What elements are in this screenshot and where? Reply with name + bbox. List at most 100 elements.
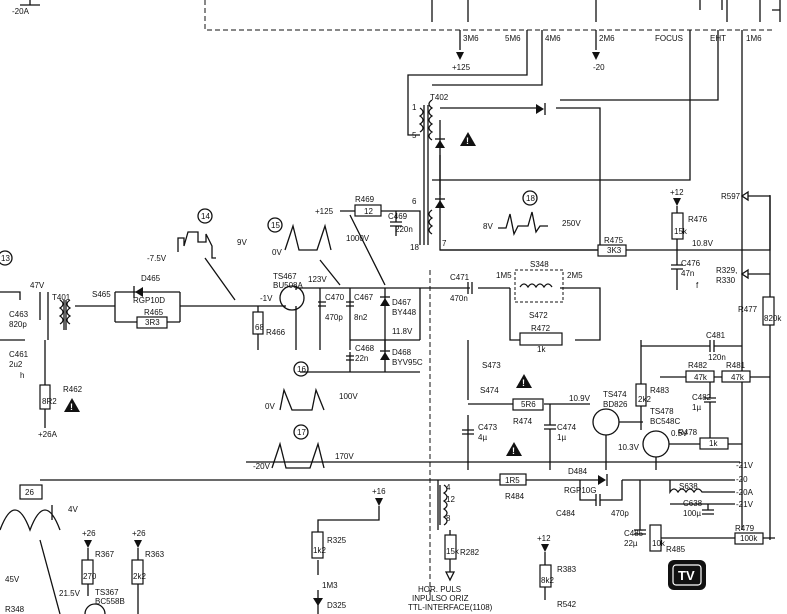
connector-2m6: 2M6	[599, 34, 615, 43]
waveform-16-left: 0V	[265, 402, 275, 411]
tv-logo: TV	[668, 560, 706, 590]
waveform-15-id: 15	[271, 221, 280, 230]
t402-pin-18: 18	[410, 243, 419, 252]
p12-label: +12	[670, 188, 684, 197]
ts474-label: TS474	[603, 390, 627, 399]
t402-label: T402	[430, 93, 449, 102]
waveform-14-level: -7.5V	[147, 254, 167, 263]
r325-value: 1k2	[313, 546, 326, 555]
waveform-17-id: 17	[297, 428, 306, 437]
r474-value: 5R6	[521, 400, 536, 409]
c476-value: 47n	[681, 269, 694, 278]
c461-label: C461	[9, 350, 29, 359]
waveform-18-value: 250V	[562, 219, 581, 228]
v123-label: 123V	[308, 275, 327, 284]
r476-label: R476	[688, 215, 708, 224]
driver-section: T401 47V D465 RGP10D S465 R465 3R3 C463 …	[0, 250, 181, 439]
supply-m20a-top: -20A	[12, 7, 30, 16]
linearity-section: C471 470n S348 1M5 2M5 S472 R472 1k S473…	[420, 260, 601, 470]
v118-label: 11.8V	[392, 327, 413, 336]
c473-label: C473	[478, 423, 498, 432]
reference-section: R475 3K3 10.8V 15k R476 +12 C476 47n f R…	[440, 188, 782, 540]
c470-label: C470	[325, 293, 345, 302]
r484-label: R484	[505, 492, 525, 501]
d465-type: RGP10D	[133, 296, 165, 305]
s348-label: S348	[530, 260, 549, 269]
r476-value: 15k	[674, 227, 688, 236]
v109-label: 10.9V	[569, 394, 591, 403]
r465-value: 3R3	[145, 318, 160, 327]
box-26: 26	[25, 488, 34, 497]
r363-value: 2k2	[133, 572, 146, 581]
c461-value: 2u2	[9, 360, 23, 369]
c481-value: 120n	[708, 353, 726, 362]
c463-value: 820p	[9, 320, 27, 329]
pin-8: 8	[446, 514, 451, 523]
r363-label: R363	[145, 550, 165, 559]
m1m3-label: 1M3	[322, 581, 338, 590]
s465-label: S465	[92, 290, 111, 299]
r383-label: R383	[557, 565, 577, 574]
c484-label: C484	[556, 509, 576, 518]
ts474-type: BD826	[603, 400, 628, 409]
c470-value: 470p	[325, 313, 343, 322]
ts467-type: BU508A	[273, 281, 303, 290]
r477-label: R477	[738, 305, 758, 314]
r469-value: 12	[364, 207, 373, 216]
c476-label: C476	[681, 259, 701, 268]
waveform-15-value: 1000V	[346, 234, 370, 243]
waveform-17-value: 170V	[335, 452, 354, 461]
p16-label: +16	[372, 487, 386, 496]
ts478-type: BC548C	[650, 417, 680, 426]
c474-label: C474	[557, 423, 577, 432]
warning-triangle-icon	[460, 132, 476, 146]
c482-label: C482	[692, 393, 712, 402]
r330-label: R330	[716, 276, 736, 285]
svg-text:!: !	[466, 136, 469, 146]
connector-3m6: 3M6	[463, 34, 479, 43]
c461-h: h	[20, 371, 24, 380]
r472-value: 1k	[537, 345, 546, 354]
p26-b: +26	[132, 529, 146, 538]
tv-logo-text: TV	[678, 568, 695, 583]
waveform-14-value: 9V	[237, 238, 247, 247]
connector-eht: EHT	[710, 34, 726, 43]
c467-value: 8n2	[354, 313, 368, 322]
pulse-line-3: TTL-INTERFACE(1108)	[408, 603, 493, 612]
c485-value: 22µ	[624, 539, 638, 548]
r466-value: 68	[255, 323, 264, 332]
r282-value: 15k	[446, 547, 460, 556]
r479-value: 100k	[740, 534, 758, 543]
d467-label: D467	[392, 298, 412, 307]
connector-5m6: 5M6	[505, 34, 521, 43]
s472-label: S472	[529, 311, 548, 320]
r597-label: R597	[721, 192, 741, 201]
c485-label: C485	[624, 529, 644, 538]
rail-m20: -20	[736, 475, 748, 484]
r478-label: R478	[678, 428, 698, 437]
c638-value: 100µ	[683, 509, 701, 518]
ts367-label: TS367	[95, 588, 119, 597]
c469-label: C469	[388, 212, 408, 221]
p125-label: +125	[315, 207, 334, 216]
ts478-label: TS478	[650, 407, 674, 416]
pin-12: 12	[446, 495, 455, 504]
t402-pin-5: 5	[412, 131, 417, 140]
waveform-18-left: 8V	[483, 222, 493, 231]
connector-4m6: 4M6	[545, 34, 561, 43]
waveform-17-left: -20V	[253, 462, 271, 471]
c471-value: 470n	[450, 294, 468, 303]
r325-label: R325	[327, 536, 347, 545]
c638-label: C638	[683, 499, 703, 508]
c473-value: 4µ	[478, 433, 487, 442]
svg-text:13: 13	[1, 254, 10, 263]
r329-label: R329,	[716, 266, 737, 275]
c476-f: f	[696, 281, 699, 290]
rail-m21v-a: -21V	[736, 461, 754, 470]
m1m5-label: 1M5	[496, 271, 512, 280]
r482-label: R482	[688, 361, 708, 370]
rail-m21v-b: -21V	[736, 500, 754, 509]
r475-value: 3K3	[607, 246, 622, 255]
waveform-14-marker	[197, 208, 213, 224]
